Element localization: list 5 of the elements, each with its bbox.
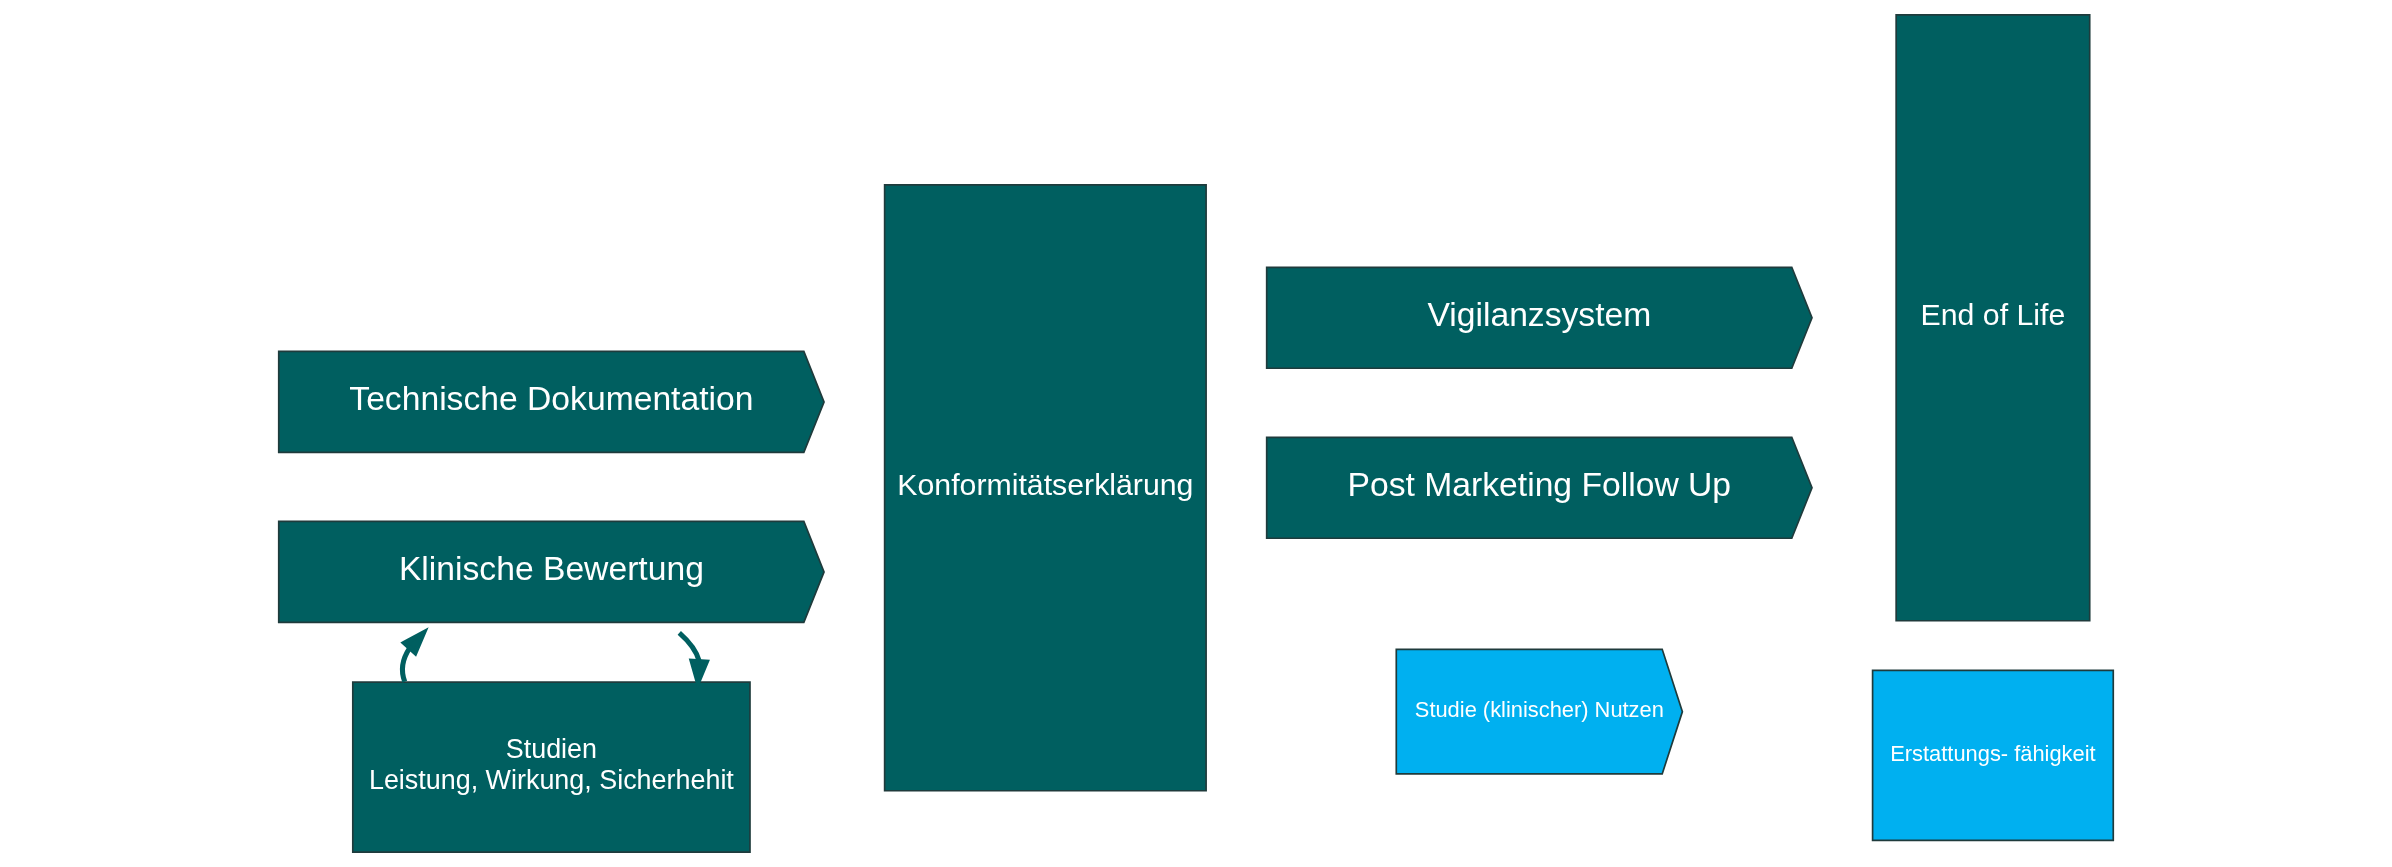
- node-box: Erstattungs- fähigkeit: [1871, 669, 2115, 842]
- arrow: [399, 627, 429, 683]
- node-box: Studien Leistung, Wirkung, Sicherhehit: [351, 681, 751, 853]
- node-box: End of Life: [1895, 14, 2091, 622]
- node-box: Konformitätserklärung: [883, 184, 1207, 792]
